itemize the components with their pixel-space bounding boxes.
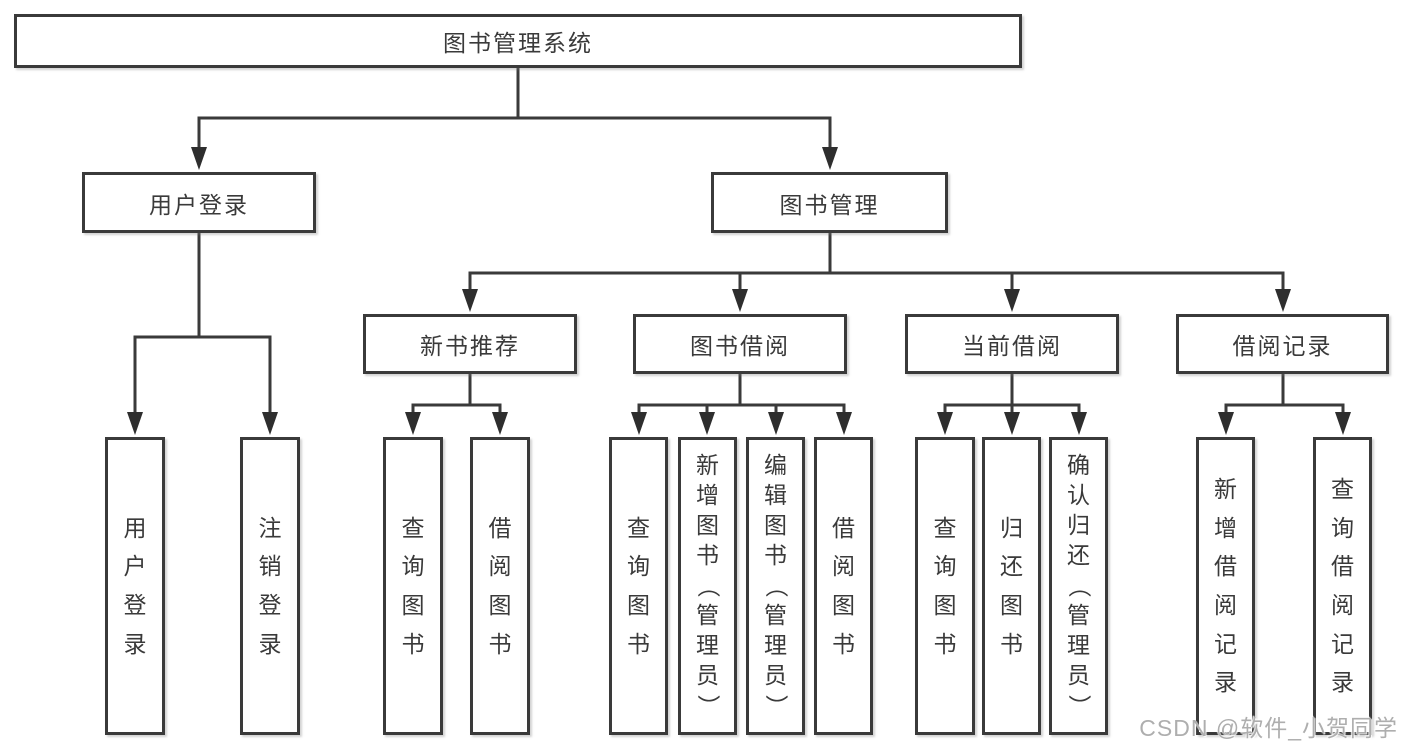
leaf-query-books-current: 查询图书 (915, 437, 975, 735)
leaf-query-books-recommend: 查询图书 (383, 437, 443, 735)
leaf-query-books-borrow: 查询图书 (609, 437, 668, 735)
connector-group-borrow-record (1224, 372, 1345, 416)
node-borrow-records: 借阅记录 (1176, 314, 1389, 374)
leaf-edit-book-admin: 编辑图书（管理员） (746, 437, 805, 735)
leaf-user-login: 用户登录 (105, 437, 165, 735)
watermark: CSDN @软件_小贺同学 (1139, 715, 1398, 741)
leaf-query-borrow-record: 查询借阅记录 (1313, 437, 1372, 735)
connector-group-current-borrow (943, 372, 1081, 416)
leaf-add-borrow-record: 新增借阅记录 (1196, 437, 1255, 735)
node-book-management: 图书管理 (711, 172, 948, 233)
node-current-borrow: 当前借阅 (905, 314, 1119, 374)
leaf-borrow-books-recommend: 借阅图书 (470, 437, 530, 735)
arrowheads (127, 147, 1351, 435)
connector-group-new-book (411, 372, 502, 416)
leaf-confirm-return-admin: 确认归还（管理员） (1049, 437, 1108, 735)
node-book-borrow: 图书借阅 (633, 314, 847, 374)
connector-group-user-login (133, 231, 272, 416)
node-new-book-recommend: 新书推荐 (363, 314, 577, 374)
leaf-add-book-admin: 新增图书（管理员） (678, 437, 737, 735)
node-root: 图书管理系统 (14, 14, 1022, 68)
connector-group-book-borrow (637, 372, 846, 416)
leaf-borrow-books: 借阅图书 (814, 437, 873, 735)
connector-group-root (197, 66, 832, 152)
leaf-logout: 注销登录 (240, 437, 300, 735)
connector-group-book-management (468, 231, 1285, 293)
leaf-return-book: 归还图书 (982, 437, 1041, 735)
node-user-login: 用户登录 (82, 172, 316, 233)
